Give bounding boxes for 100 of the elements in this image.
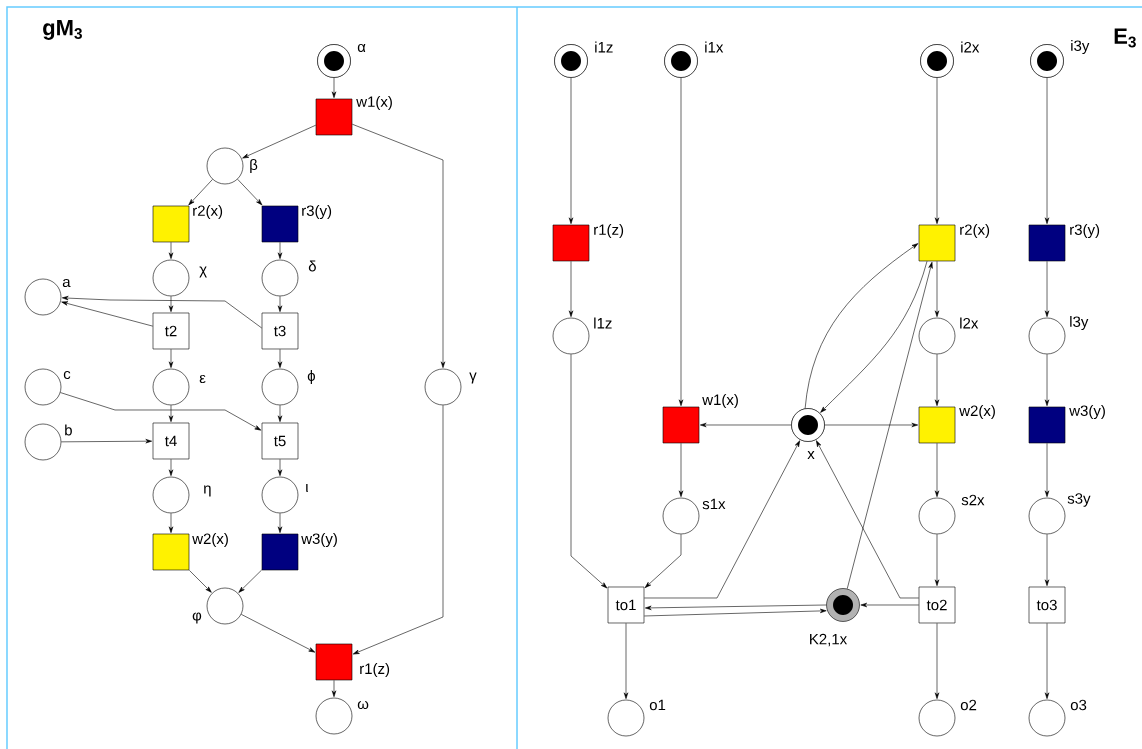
place-label: o3 bbox=[1070, 699, 1087, 711]
arrow bbox=[168, 459, 174, 476]
arrow bbox=[238, 569, 262, 593]
arrow bbox=[168, 513, 174, 533]
arrow bbox=[352, 405, 444, 655]
place-label: b bbox=[65, 424, 72, 436]
place-label: β bbox=[250, 159, 258, 173]
place-label: w1(x) bbox=[356, 96, 392, 110]
arrow bbox=[568, 261, 574, 317]
arrow bbox=[568, 77, 574, 224]
place-label: K2,1x bbox=[810, 633, 848, 647]
arrow bbox=[804, 243, 919, 409]
place-label: ϕ bbox=[307, 370, 315, 384]
place-label: w2(x) bbox=[192, 533, 228, 547]
place-label: w3(y) bbox=[301, 533, 337, 547]
arrow bbox=[700, 422, 792, 428]
place-label: s3y bbox=[1067, 493, 1091, 507]
place-label: o2 bbox=[960, 699, 977, 711]
arrow bbox=[352, 123, 446, 368]
arrow bbox=[934, 261, 940, 317]
place-label: x bbox=[807, 451, 815, 459]
arrow bbox=[934, 443, 940, 497]
place-label: δ bbox=[308, 260, 316, 272]
arrow bbox=[1044, 77, 1050, 224]
place-label: ε bbox=[199, 374, 206, 384]
place-label: a bbox=[62, 278, 71, 288]
arrow bbox=[60, 392, 262, 431]
arrow bbox=[934, 534, 940, 586]
arrow bbox=[644, 440, 800, 599]
arrow bbox=[678, 77, 684, 406]
place-label: r1(z) bbox=[594, 224, 624, 238]
arrow bbox=[277, 513, 283, 533]
arrow bbox=[1044, 534, 1050, 586]
transition-box: to3 bbox=[1028, 586, 1066, 624]
arrow bbox=[277, 405, 283, 422]
place-label: γ bbox=[469, 372, 477, 384]
transition-box: t2 bbox=[152, 312, 190, 350]
place-label: l3y bbox=[1070, 316, 1089, 330]
place-label: l2x bbox=[960, 317, 979, 329]
arrow bbox=[824, 422, 918, 428]
arrow bbox=[237, 178, 263, 206]
arrow bbox=[277, 296, 283, 312]
arrow bbox=[168, 405, 174, 422]
arrow bbox=[1044, 443, 1050, 497]
place-label: w3(y) bbox=[1069, 405, 1105, 419]
arrow bbox=[644, 608, 827, 617]
place-label: r2(x) bbox=[960, 224, 990, 238]
arrow bbox=[644, 534, 682, 588]
place-label: ι bbox=[306, 484, 309, 492]
arrow bbox=[934, 354, 940, 406]
transition-box: to1 bbox=[607, 586, 645, 624]
arrow bbox=[860, 602, 919, 608]
arrow bbox=[188, 179, 213, 206]
panel-title: gM$_{3}$ bbox=[43, 20, 82, 40]
arrow bbox=[816, 440, 919, 599]
place-label: ω bbox=[357, 700, 369, 710]
arrow bbox=[62, 295, 262, 329]
arrow bbox=[678, 443, 684, 497]
arrow bbox=[331, 77, 337, 98]
place-label: i1z bbox=[595, 41, 613, 53]
arrow bbox=[168, 296, 174, 312]
arrow bbox=[1044, 354, 1050, 406]
arrow bbox=[277, 349, 283, 368]
place-label: φ bbox=[192, 612, 202, 624]
arrow bbox=[1044, 261, 1050, 317]
place-label: r3(y) bbox=[1070, 224, 1100, 238]
place-label: i2x bbox=[961, 41, 980, 53]
arrow bbox=[934, 623, 940, 699]
place-label: c bbox=[63, 370, 71, 380]
arrow bbox=[242, 124, 316, 159]
arrow bbox=[934, 77, 940, 224]
place-label: i1x bbox=[705, 41, 724, 53]
arrow bbox=[623, 623, 629, 699]
arrow bbox=[331, 680, 337, 697]
arrow bbox=[1044, 623, 1050, 699]
arrow bbox=[61, 439, 152, 444]
arrow bbox=[168, 242, 174, 259]
arrow bbox=[846, 261, 933, 590]
arrow bbox=[241, 614, 316, 653]
transition-box: t4 bbox=[152, 422, 190, 460]
transition-box: t3 bbox=[261, 312, 299, 350]
place-label: i3y bbox=[1071, 40, 1090, 54]
place-label: η bbox=[203, 485, 211, 497]
panel-title: E$_{3}$ bbox=[1114, 28, 1136, 48]
arrow bbox=[277, 242, 283, 259]
arrow bbox=[61, 301, 153, 327]
place-label: r3(y) bbox=[302, 205, 332, 219]
place-label: r1(z) bbox=[360, 663, 390, 677]
arrow bbox=[570, 354, 608, 589]
transition-box: t5 bbox=[261, 422, 299, 460]
transition-box: to2 bbox=[918, 586, 956, 624]
arrow bbox=[820, 261, 928, 413]
place-label: s1x bbox=[702, 498, 726, 510]
arrow bbox=[645, 604, 827, 611]
arrow bbox=[189, 570, 212, 593]
place-label: s2x bbox=[961, 494, 985, 506]
arrow bbox=[168, 349, 174, 368]
place-label: r2(x) bbox=[193, 205, 223, 219]
place-label: l1z bbox=[594, 317, 612, 329]
place-label: w2(x) bbox=[959, 405, 995, 419]
